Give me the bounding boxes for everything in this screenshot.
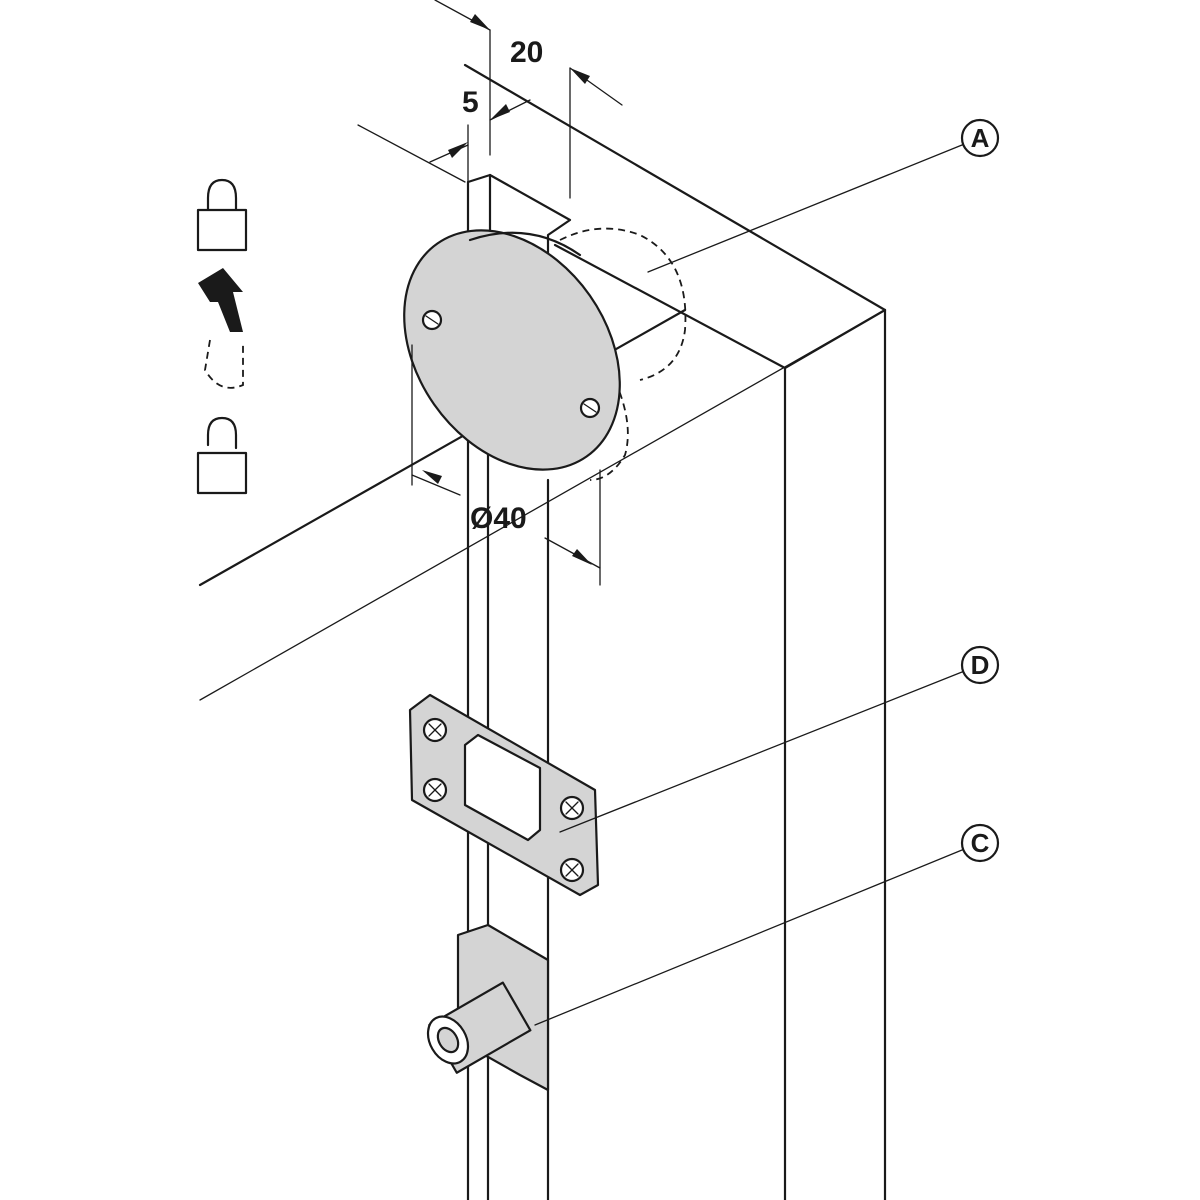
dimension-depth-20: 20 bbox=[434, 0, 623, 199]
phillips-screw-icon bbox=[559, 857, 585, 883]
phillips-screw-icon bbox=[422, 717, 448, 743]
dimension-label-5: 5 bbox=[462, 86, 479, 119]
turn-arrow-icon bbox=[198, 268, 244, 389]
lock-cylinder bbox=[403, 227, 687, 481]
bolt-catch bbox=[426, 923, 550, 1092]
callout-label-a: A bbox=[971, 123, 990, 153]
dimension-label-diameter: Ø40 bbox=[470, 502, 527, 535]
callout-d: D bbox=[559, 645, 1000, 833]
callout-a: A bbox=[647, 118, 1000, 273]
padlock-closed-icon bbox=[196, 178, 248, 252]
phillips-screw-icon bbox=[422, 777, 448, 803]
dimension-label-20: 20 bbox=[510, 36, 543, 69]
dimension-diameter-40: Ø40 bbox=[411, 344, 601, 586]
dimension-offset-5: 5 bbox=[357, 86, 531, 183]
screw-icon bbox=[421, 309, 443, 331]
callout-label-c: C bbox=[971, 828, 990, 858]
padlock-open-icon bbox=[196, 416, 248, 495]
screw-icon bbox=[579, 397, 601, 419]
strike-plate bbox=[408, 693, 600, 897]
phillips-screw-icon bbox=[559, 795, 585, 821]
callout-label-d: D bbox=[971, 650, 990, 680]
callout-c: C bbox=[534, 823, 1000, 1026]
cabinet-side-panel bbox=[198, 63, 887, 1200]
